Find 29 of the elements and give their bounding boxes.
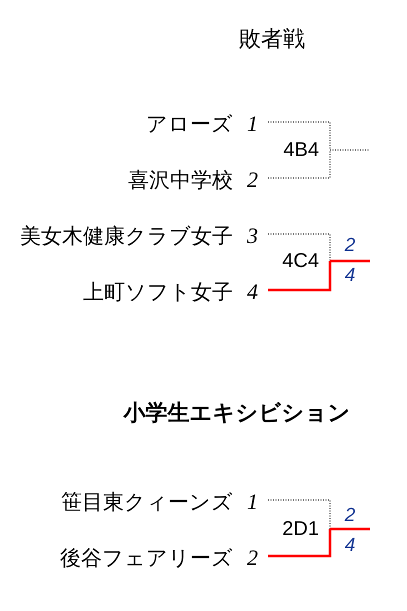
section-heading: 小学生エキシビション [124,400,350,428]
score: 4 [344,536,356,556]
bracket-line [268,234,330,262]
seed-number: 3 [247,223,258,249]
seed-number: 2 [247,167,258,193]
seed-number: 1 [247,111,258,137]
score: 2 [344,506,356,526]
team-name: アローズ [146,111,233,137]
bracket-line [268,150,330,178]
team-name: 上町ソフト女子 [83,279,233,305]
bracket-line [330,260,370,262]
seed-number: 4 [247,279,258,305]
bracket-line [268,529,332,558]
bracket-line [268,122,330,150]
match-code: 4B4 [283,138,330,162]
bracket-line [268,261,332,292]
title: 敗者戦 [239,26,305,54]
team-name: 喜沢中学校 [128,167,233,193]
match-code: 4C4 [282,249,330,273]
bracket-line [330,528,370,530]
score: 2 [344,236,356,256]
team-name: 笹目東クィーンズ [61,489,233,515]
team-name: 美女木健康クラブ女子 [20,223,233,249]
seed-number: 2 [247,545,258,571]
match-code: 2D1 [282,517,330,541]
seed-number: 1 [247,489,258,515]
score: 4 [344,266,356,286]
team-name: 後谷フェアリーズ [60,545,233,571]
bracket-line [268,500,330,530]
